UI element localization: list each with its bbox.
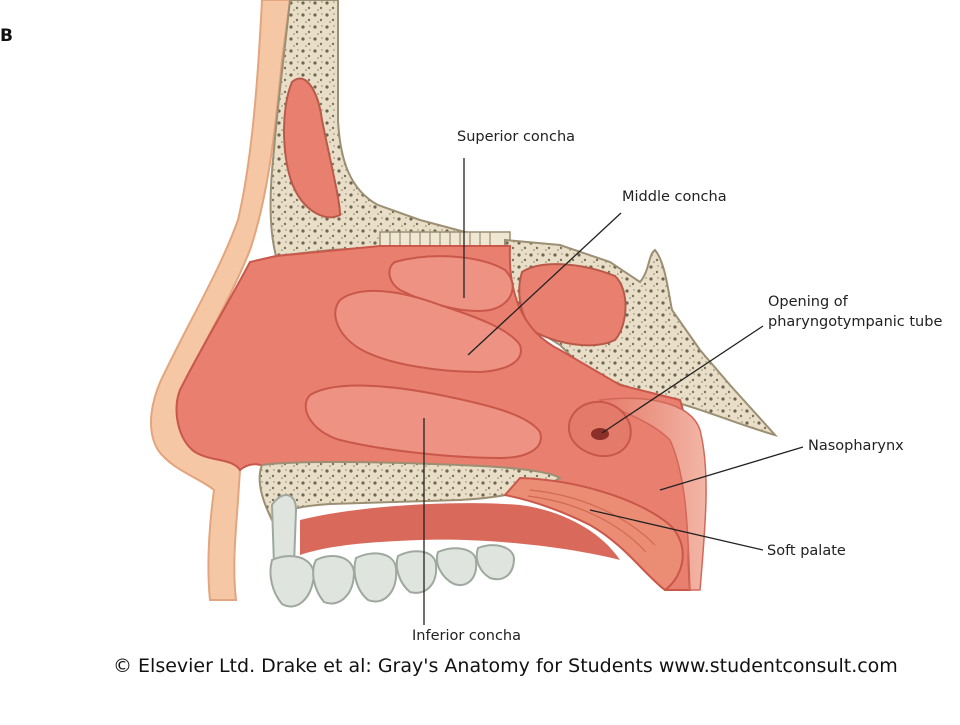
frontal-sinus [283,77,342,219]
label-soft-palate: Soft palate [767,543,846,559]
label-opening-line1: Opening of [768,294,848,310]
tubal-opening [567,400,632,458]
leader-middle-concha [467,212,622,356]
superior-concha [388,255,514,312]
label-middle-concha: Middle concha [622,189,727,205]
label-nasopharynx: Nasopharynx [808,438,904,454]
panel-letter: B [0,26,13,46]
copyright-credit: © Elsevier Ltd. Drake et al: Gray's Anat… [113,655,898,677]
label-opening-line2: pharyngotympanic tube [768,314,943,330]
leader-lines [423,158,804,625]
inferior-concha [304,384,542,460]
label-superior-concha: Superior concha [457,129,576,145]
leader-opening-tube [601,325,764,434]
soft-palate [503,476,684,592]
leader-soft-palate [589,509,764,551]
external-nose-skin [150,0,292,601]
maxillary-teeth [269,494,516,608]
leader-nasopharynx [659,446,804,491]
label-inferior-concha: Inferior concha [412,628,522,644]
cribriform-plate [379,231,511,247]
oral-cavity-roof [300,503,620,560]
middle-concha [334,290,522,374]
nasopharynx-wall [597,397,707,591]
